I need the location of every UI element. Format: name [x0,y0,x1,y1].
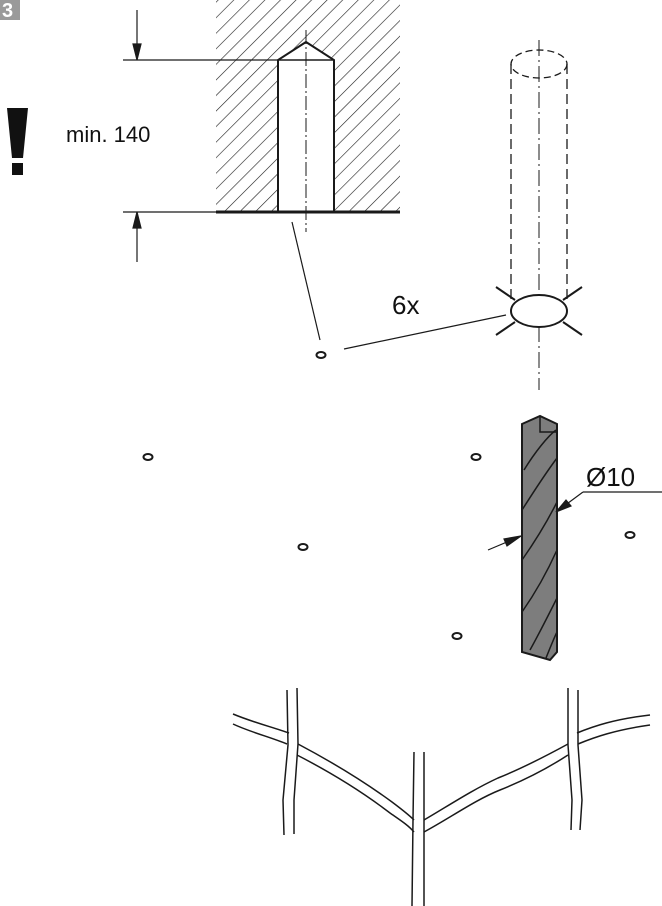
dowel-outline [510,40,568,390]
exclamation-icon [7,108,28,175]
depth-dimension [123,10,278,262]
section-leader [291,221,321,341]
hole-pattern [142,351,636,640]
hole-marker [495,286,583,336]
step-number: 3 [2,0,13,22]
hole-5 [624,531,636,539]
hole-1 [315,351,327,359]
diameter-label: Ø10 [586,462,635,492]
diameter-dimension [487,491,662,551]
step-badge-box [0,0,20,20]
depth-label: min. 140 [66,122,150,147]
wall-section [216,0,400,232]
step-badge: 3 [0,0,20,22]
count-leader [343,314,507,350]
hole-4 [297,543,309,551]
hole-2 [142,453,154,461]
hole-3 [470,453,482,461]
hole-6 [451,632,463,640]
count-label: 6x [392,290,419,320]
drill-bit [521,414,558,662]
masonry-joints [232,687,651,906]
